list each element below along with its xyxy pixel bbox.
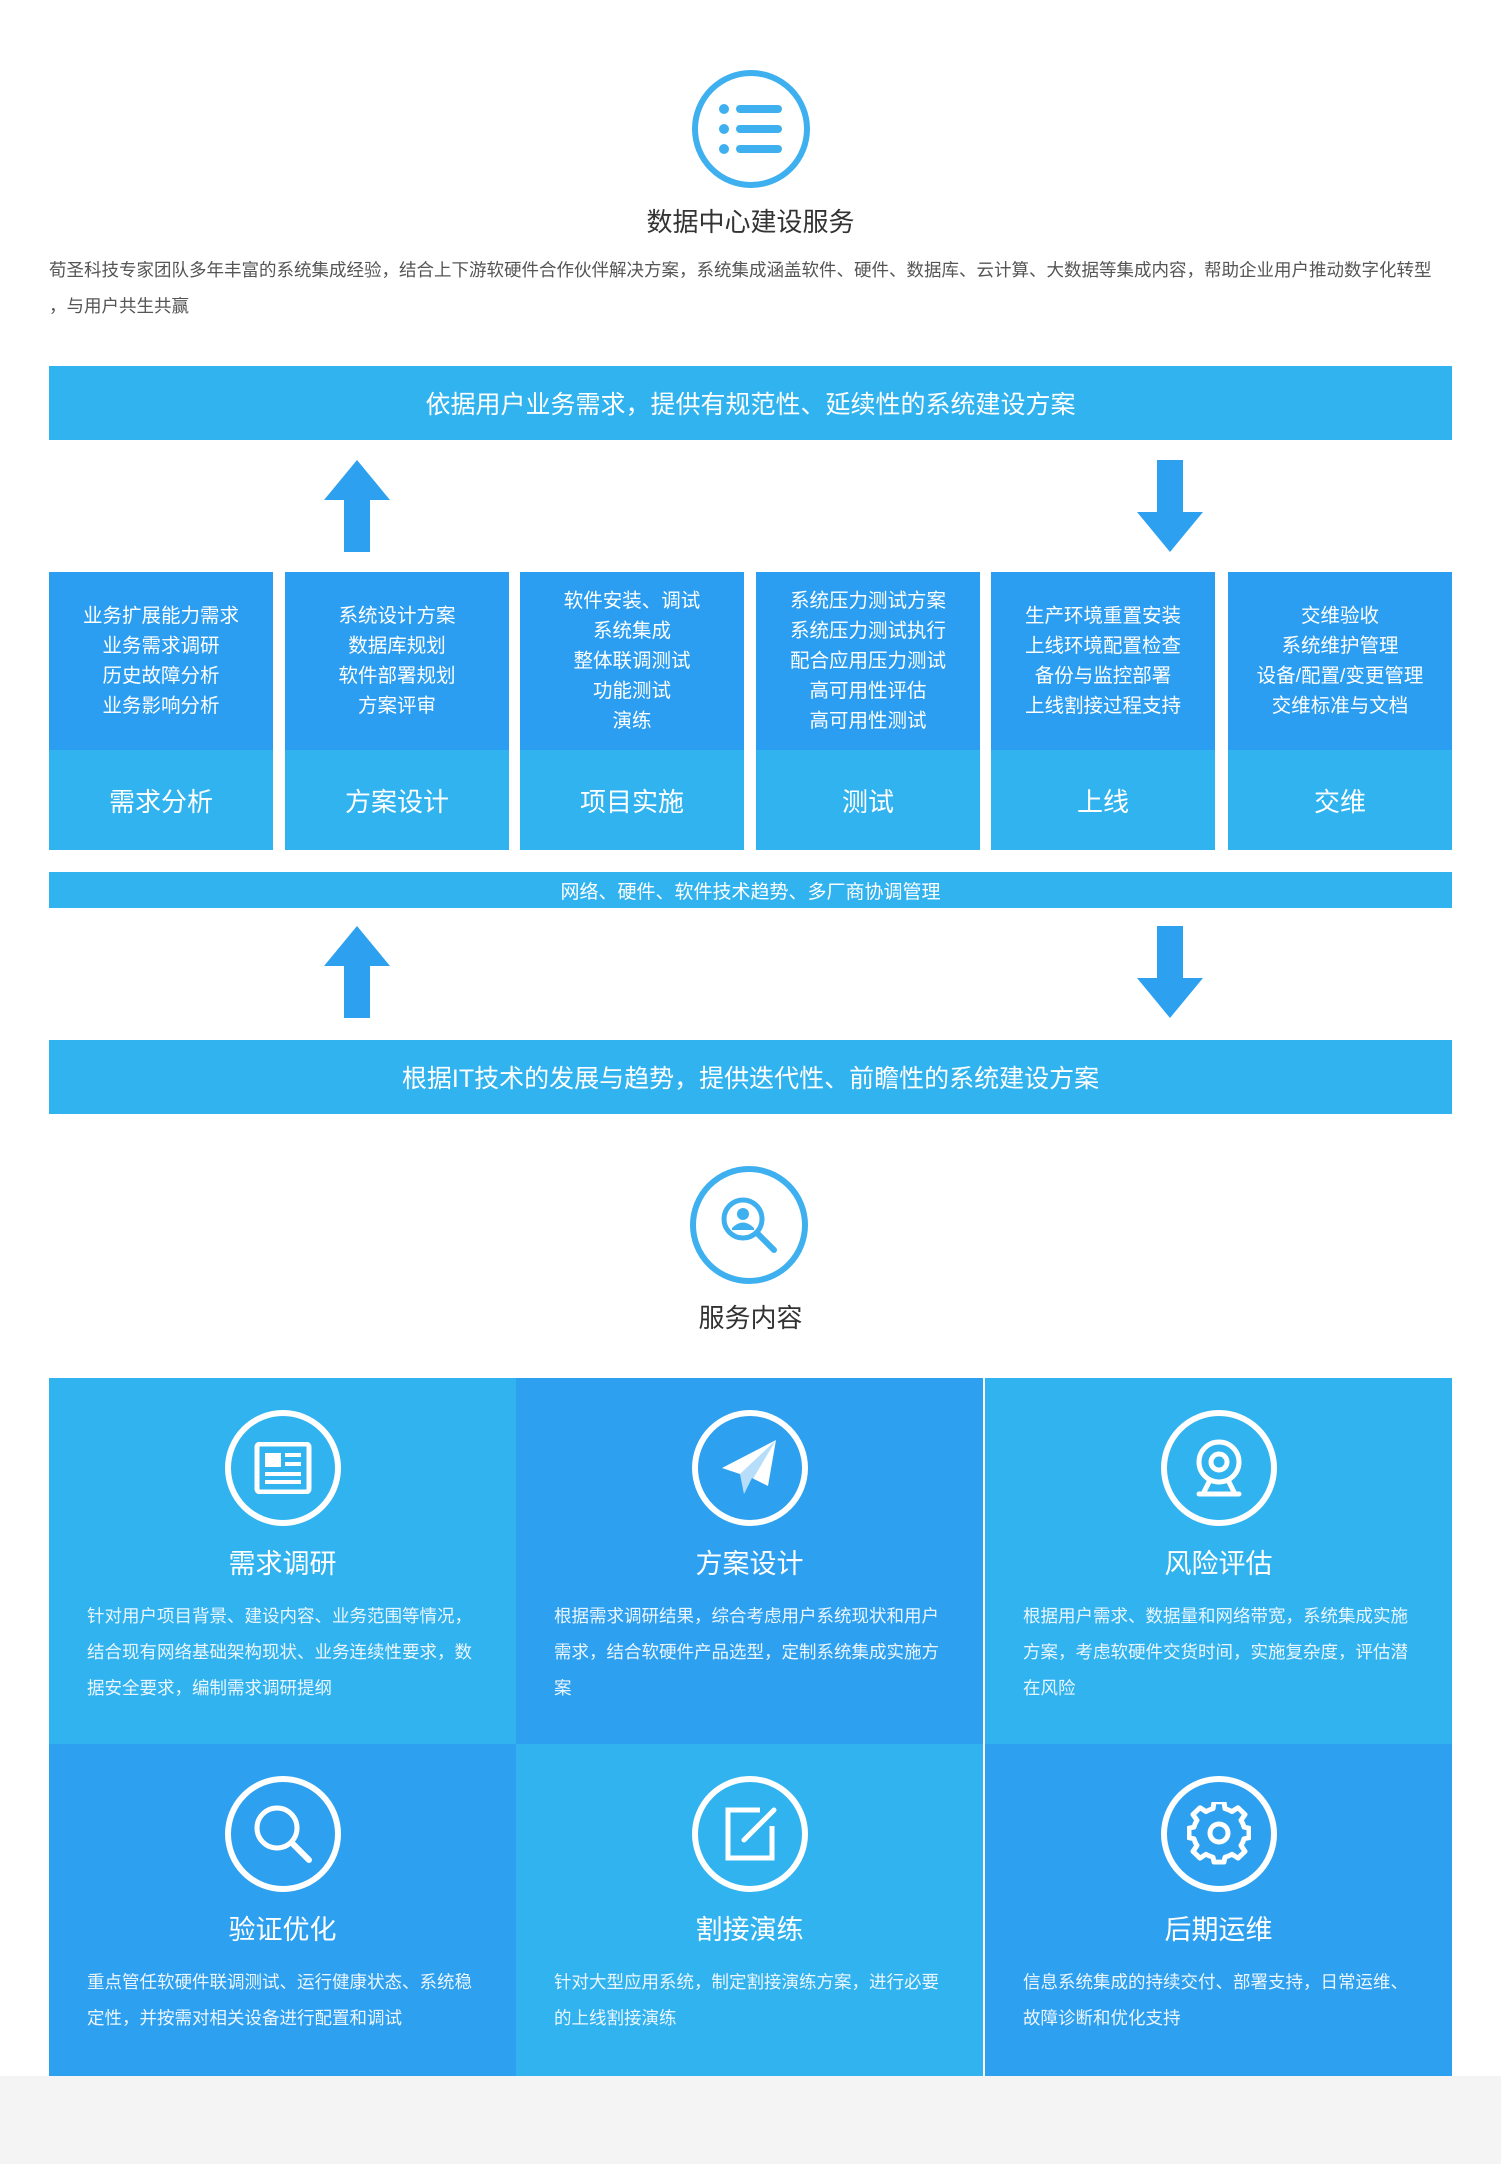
phase-column: 业务扩展能力需求业务需求调研历史故障分析业务影响分析需求分析 (49, 572, 273, 850)
phase-item: 交维标准与文档 (1271, 695, 1409, 717)
phase-item: 数据库规划 (348, 635, 446, 657)
phase-name: 测试 (756, 750, 980, 850)
paper-plane-icon (692, 1410, 808, 1526)
phase-name: 交维 (1228, 750, 1452, 850)
intro-text: 荀圣科技专家团队多年丰富的系统集成经验，结合上下游软硬件合作伙伴解决方案，系统集… (49, 260, 1432, 316)
section-title: 数据中心建设服务 (646, 207, 855, 237)
service-card: 割接演练针对大型应用系统，制定割接演练方案，进行必要的上线割接演练 (516, 1744, 983, 2110)
phase-item: 整体联调测试 (573, 650, 691, 672)
phase-item: 生产环境重置安装 (1024, 605, 1181, 627)
phase-item: 上线环境配置检查 (1024, 635, 1181, 657)
arrow-down-icon (1137, 460, 1203, 552)
phase-item: 设备/配置/变更管理 (1256, 665, 1424, 687)
phase-item: 业务需求调研 (102, 635, 220, 657)
middle-banner: 网络、硬件、软件技术趋势、多厂商协调管理 (49, 872, 1452, 908)
service-description: 针对大型应用系统，制定割接演练方案，进行必要的上线割接演练 (554, 1972, 939, 2028)
service-title: 验证优化 (228, 1915, 337, 1945)
top-banner: 依据用户业务需求，提供有规范性、延续性的系统建设方案 (49, 366, 1452, 440)
phase-item: 配合应用压力测试 (789, 650, 946, 672)
service-description: 信息系统集成的持续交付、部署支持，日常运维、故障诊断和优化支持 (1023, 1972, 1408, 2028)
phase-item: 方案评审 (357, 695, 436, 717)
service-card: 需求调研针对用户项目背景、建设内容、业务范围等情况，结合现有网络基础架构现状、业… (49, 1378, 516, 1744)
phase-name: 上线 (991, 750, 1215, 850)
phase-items: 系统压力测试方案系统压力测试执行配合应用压力测试高可用性评估高可用性测试 (756, 572, 980, 750)
phase-column: 系统压力测试方案系统压力测试执行配合应用压力测试高可用性评估高可用性测试测试 (756, 572, 980, 850)
phase-items: 业务扩展能力需求业务需求调研历史故障分析业务影响分析 (49, 572, 273, 750)
phase-item: 上线割接过程支持 (1024, 695, 1181, 717)
phase-column: 生产环境重置安装上线环境配置检查备份与监控部署上线割接过程支持上线 (991, 572, 1215, 850)
service-card: 验证优化重点管任软硬件联调测试、运行健康状态、系统稳定性，并按需对相关设备进行配… (49, 1744, 516, 2110)
service-description: 根据需求调研结果，综合考虑用户系统现状和用户需求，结合软硬件产品选型，定制系统集… (554, 1606, 939, 1698)
service-title: 后期运维 (1164, 1915, 1273, 1945)
phase-item: 软件部署规划 (338, 665, 456, 687)
phase-item: 功能测试 (592, 680, 671, 702)
phase-column: 交维验收系统维护管理设备/配置/变更管理交维标准与文档交维 (1228, 572, 1452, 850)
phase-item: 系统集成 (592, 620, 671, 642)
search-user-icon (690, 1166, 808, 1284)
service-card: 方案设计根据需求调研结果，综合考虑用户系统现状和用户需求，结合软硬件产品选型，定… (516, 1378, 983, 1744)
service-title: 风险评估 (1164, 1549, 1273, 1579)
phase-items: 软件安装、调试系统集成整体联调测试功能测试演练 (520, 572, 744, 750)
webcam-icon (1161, 1410, 1277, 1526)
arrow-up-icon (324, 926, 390, 1018)
footer-bar (0, 2076, 1501, 2164)
phase-column: 系统设计方案数据库规划软件部署规划方案评审方案设计 (285, 572, 509, 850)
gear-icon (1161, 1776, 1277, 1892)
list-icon (692, 70, 810, 188)
phase-items: 交维验收系统维护管理设备/配置/变更管理交维标准与文档 (1228, 572, 1452, 750)
phase-item: 业务扩展能力需求 (82, 605, 239, 627)
phase-items: 系统设计方案数据库规划软件部署规划方案评审 (285, 572, 509, 750)
phase-item: 系统设计方案 (338, 605, 456, 627)
arrow-up-icon (324, 460, 390, 552)
phase-item: 业务影响分析 (102, 695, 220, 717)
phase-item: 交维验收 (1300, 605, 1379, 627)
phase-name: 需求分析 (49, 750, 273, 850)
service-description: 重点管任软硬件联调测试、运行健康状态、系统稳定性，并按需对相关设备进行配置和调试 (87, 1972, 472, 2028)
arrow-down-icon (1137, 926, 1203, 1018)
phase-item: 备份与监控部署 (1034, 665, 1172, 687)
service-title: 割接演练 (695, 1915, 804, 1945)
phase-column: 软件安装、调试系统集成整体联调测试功能测试演练项目实施 (520, 572, 744, 850)
magnifier-icon (225, 1776, 341, 1892)
phase-item: 软件安装、调试 (563, 590, 701, 612)
phase-items: 生产环境重置安装上线环境配置检查备份与监控部署上线割接过程支持 (991, 572, 1215, 750)
edit-icon (692, 1776, 808, 1892)
phase-name: 方案设计 (285, 750, 509, 850)
service-title: 需求调研 (228, 1549, 337, 1579)
service-description: 针对用户项目背景、建设内容、业务范围等情况，结合现有网络基础架构现状、业务连续性… (87, 1606, 472, 1698)
phase-item: 系统维护管理 (1281, 635, 1399, 657)
service-card: 风险评估根据用户需求、数据量和网络带宽，系统集成实施方案，考虑软硬件交货时间，实… (985, 1378, 1452, 1744)
phase-item: 高可用性测试 (809, 710, 927, 732)
phase-item: 系统压力测试执行 (789, 620, 946, 642)
phase-item: 系统压力测试方案 (789, 590, 946, 612)
newspaper-icon (225, 1410, 341, 1526)
service-title: 方案设计 (695, 1549, 804, 1579)
phase-item: 高可用性评估 (809, 680, 927, 702)
service-description: 根据用户需求、数据量和网络带宽，系统集成实施方案，考虑软硬件交货时间，实施复杂度… (1023, 1606, 1408, 1698)
bottom-banner: 根据IT技术的发展与趋势，提供迭代性、前瞻性的系统建设方案 (49, 1040, 1452, 1114)
phase-item: 历史故障分析 (102, 665, 220, 687)
phase-item: 演练 (612, 710, 652, 732)
phase-name: 项目实施 (520, 750, 744, 850)
section-title: 服务内容 (698, 1303, 803, 1333)
service-card: 后期运维信息系统集成的持续交付、部署支持，日常运维、故障诊断和优化支持 (985, 1744, 1452, 2110)
